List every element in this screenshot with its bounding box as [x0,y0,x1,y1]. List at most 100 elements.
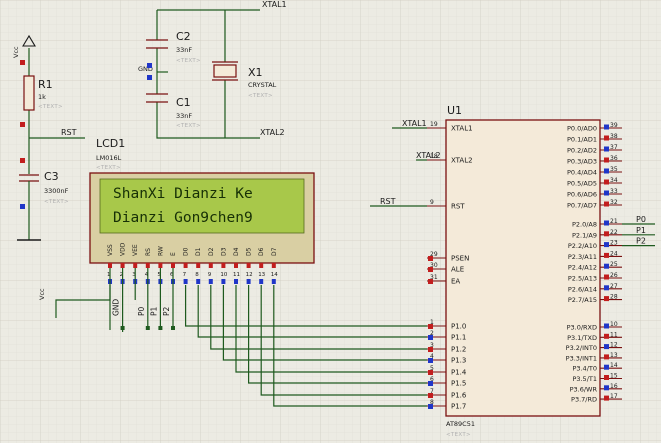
mcu-pin-marker [604,395,609,401]
mcu-left-pin-name: PSEN [451,255,469,263]
mcu-right-pin-name: P3.0/RXD [567,324,597,332]
lcd-pin-marker [171,263,175,268]
mcu-left-pin-number: 6 [430,376,434,383]
mcu-left-pin-name: P1.1 [451,334,466,342]
lcd-pins: VSS1VDD2VEE3RS4RW5E6D07D18D29D310D411D51… [55,242,278,332]
mcu-right-pin-number: 12 [610,342,618,349]
lcd-bus-junction [145,326,150,330]
mcu-right-pin-number: 37 [610,144,618,151]
lcd-pin-marker [246,263,251,268]
data-bus-wire [248,285,427,384]
mcu-right-pin-number: 15 [610,373,618,380]
mcu-right-net-label: P2 [636,237,646,246]
lcd-pin-number: 4 [145,272,149,278]
c1-ref: C1 [176,96,191,109]
mcu-left-pin-number: 8 [430,399,434,406]
lcd-module: LCD1 LM016L <TEXT> ShanXi Dianzi Ke Dian… [38,137,315,332]
lcd-bus-label: GND [112,299,121,316]
lcd-pin-number: 1 [107,272,111,278]
r1-ref: R1 [38,78,53,91]
gnd-net-label: GND [138,65,153,73]
mcu-right-pin-name: P0.5/AD5 [567,180,597,188]
xtal2-net-label: XTAL2 [260,128,285,137]
mcu-right-pin-name: P2.3/A11 [568,253,597,261]
mcu-pin-marker [604,231,609,237]
lcd-pin-marker [208,263,213,268]
lcd-pin-number: 6 [170,272,174,278]
mcu-pin-marker [604,364,609,370]
mcu-right-pin-number: 22 [610,229,618,236]
mcu-right-pin-number: 27 [610,283,618,290]
mcu-right-pin-name: P0.6/AD6 [567,191,597,199]
data-bus-wire [185,285,427,327]
lcd-pin-marker [183,263,188,268]
mcu-pin-marker [428,358,433,363]
lcd-bus-label: P2 [162,306,171,316]
mcu-right-pin-name: P0.4/AD4 [567,169,597,177]
mcu-left-pin-number: 30 [430,262,438,269]
lcd-pin-name-d7: D7 [271,247,278,256]
mcu-pin-marker [604,274,609,280]
mcu-right-pin-name: P2.0/A8 [572,221,597,229]
mcu-right-pin-number: 28 [610,294,618,301]
mcu-pin-marker [428,347,433,352]
mcu-right-pin-name: P3.5/T1 [572,375,597,383]
mcu-right-pin-name: P2.5/A13 [568,275,597,283]
lcd-pin-name-d2: D2 [208,247,215,256]
data-bus-wire [197,285,427,338]
mcu-left-pin-name: XTAL2 [451,157,473,165]
c1-text-placeholder: <TEXT> [176,123,201,129]
lcd-pin-number: 9 [208,272,212,278]
mcu-left-pin-name: P1.6 [451,392,467,400]
mcu-left-pin-name: RST [451,203,465,211]
mcu-pin-marker [604,190,609,196]
mcu-pin-marker [604,179,609,185]
lcd-pin-marker-blue [259,279,264,284]
mcu-right-pin-number: 14 [610,362,618,369]
mcu-right-net-label: P1 [636,226,646,235]
mcu-left-pin-name: P1.2 [451,346,466,354]
lcd-pin-number: 11 [233,272,240,278]
mcu-right-pin-name: P2.7/A15 [568,296,597,304]
mcu-right-pin-number: 10 [610,321,618,328]
lcd-bus-label: P1 [149,306,158,316]
lcd-bus-junction [158,326,163,330]
mcu-left-pin-number: 18 [430,153,438,160]
r1-resistor[interactable] [23,75,35,111]
mcu-text-placeholder: <TEXT> [446,432,471,438]
lcd-pin-name-d5: D5 [246,247,253,256]
mcu-right-pin-number: 25 [610,261,618,268]
mcu-right-pin-name: P3.7/RD [571,396,597,404]
mcu-pin-marker [604,354,609,360]
mcu-pin-marker [604,242,609,248]
data-bus-wire [235,285,427,373]
x1-value: CRYSTAL [248,81,277,89]
mcu-left-pin-number: 19 [430,121,438,128]
mcu-pin-marker [604,375,609,380]
mcu-pin-marker [604,252,609,258]
lcd-pin-name-d3: D3 [220,247,227,256]
mcu-left-pin-name: EA [451,278,460,286]
vcc-reset-network: Vcc R1 1k <TEXT> RST C3 3300nF <TEXT> [12,34,85,241]
mcu-pin-marker [428,370,433,375]
lcd-pin-name-rw: RW [157,246,164,256]
lcd-line-2: Dianzi Gon9chen9 [113,210,253,226]
mcu-pin-marker [428,324,433,329]
lcd-pin-marker-blue [221,279,226,284]
mcu-pin-marker [604,135,609,141]
c1-value: 33nF [176,112,192,120]
mcu-body[interactable] [445,119,601,417]
mcu-right-pin-number: 16 [610,383,618,390]
mcu-right-pin-name: P3.2/INT0 [566,344,597,352]
mcu-left-pin-number: 29 [430,251,438,258]
xtal2-left-net-label: XTAL2 [416,151,441,160]
rst-net-label: RST [61,128,77,137]
xtal1-top-net-label: XTAL1 [262,0,287,9]
lcd-pin-name-d6: D6 [258,247,265,256]
c3-text-placeholder: <TEXT> [44,199,69,205]
mcu-pin-marker [428,256,433,261]
mcu-left-pin-name: P1.3 [451,357,466,365]
x1-crystal[interactable] [213,64,237,78]
